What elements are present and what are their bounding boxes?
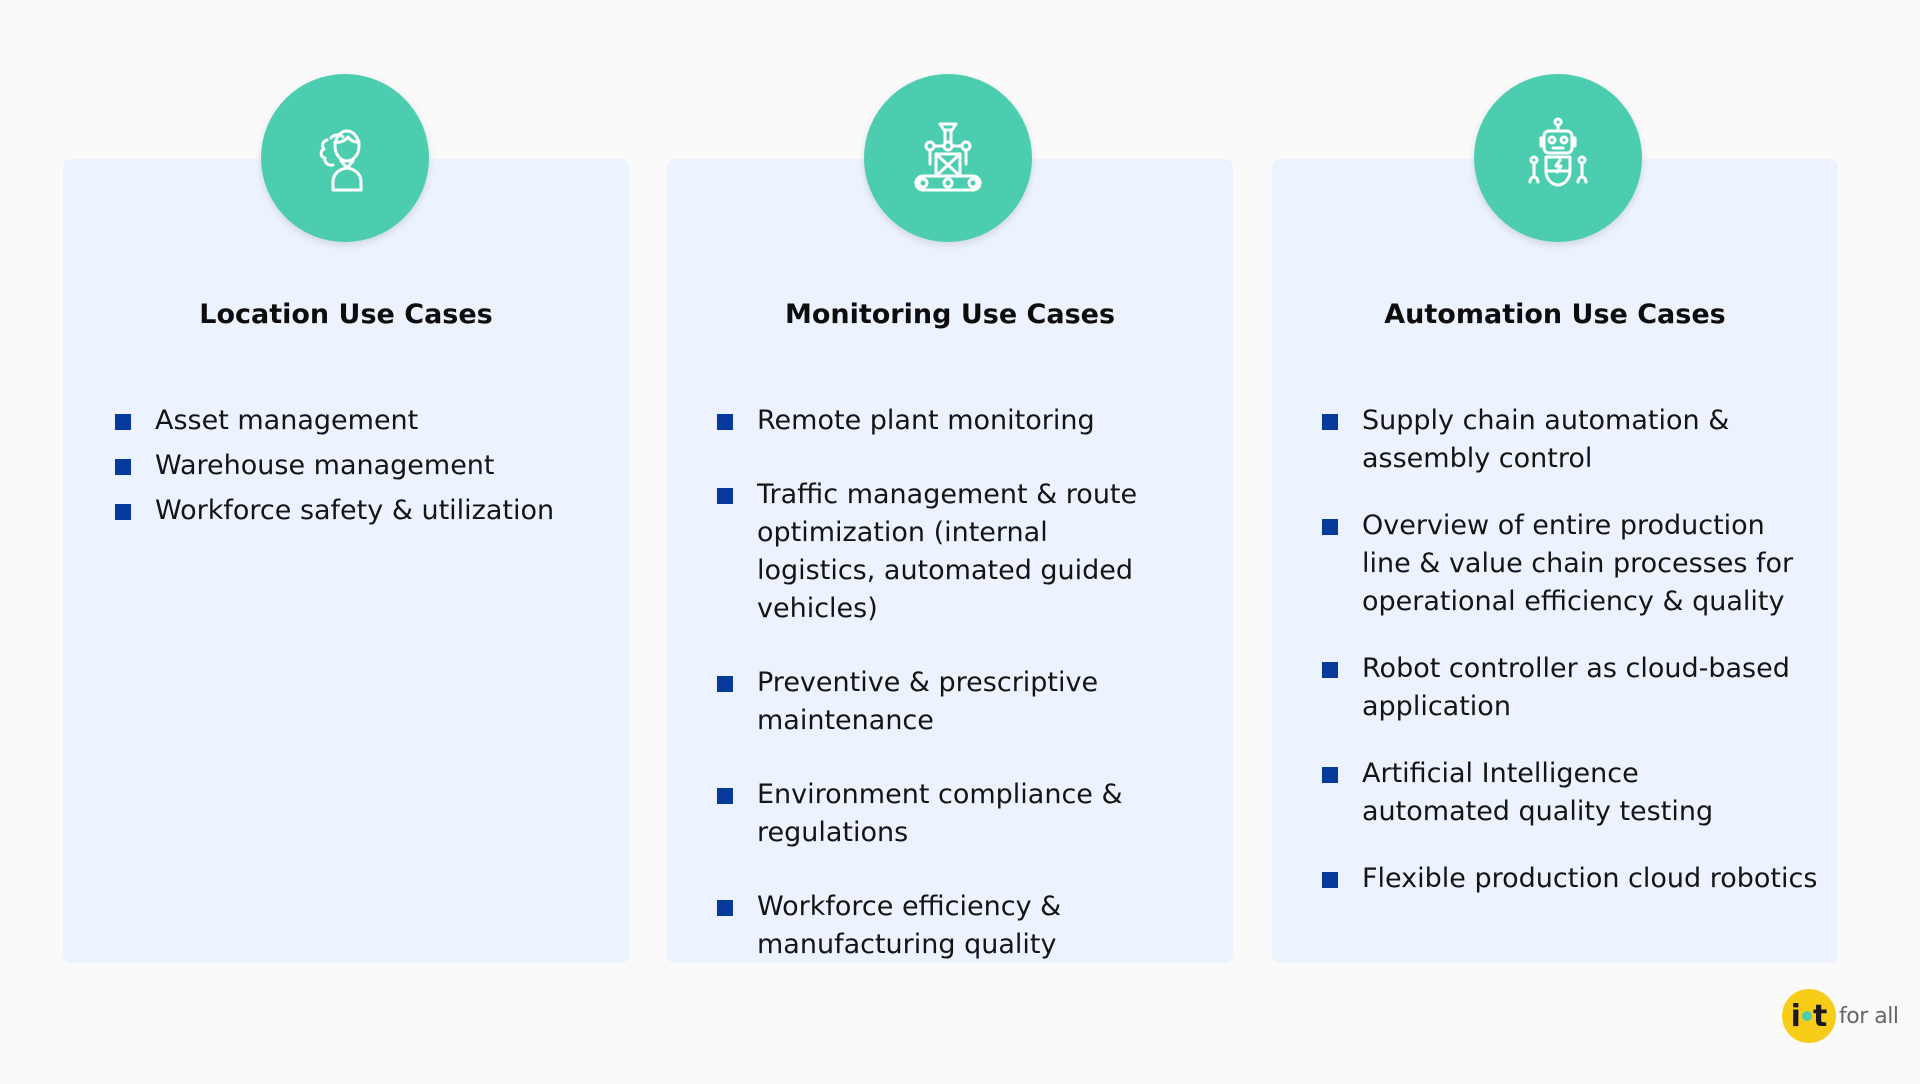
automation-use-cases-card: Automation Use Cases Supply chain automa…	[1272, 159, 1838, 963]
card-title: Location Use Cases	[199, 299, 493, 330]
monitoring-use-cases-card: Monitoring Use Cases Remote plant monito…	[667, 159, 1233, 963]
list-item: Warehouse management	[115, 447, 615, 485]
list-item: Traffic management & route optimization …	[717, 476, 1157, 628]
person-icon-circle	[261, 74, 429, 242]
list-item: Robot controller as cloud-based applicat…	[1322, 650, 1792, 726]
list-item: Asset management	[115, 402, 615, 440]
square-bullet-icon	[717, 488, 733, 504]
list-item: Artificial Intelligence automated qualit…	[1322, 755, 1792, 831]
list-item: Workforce safety & utilization	[115, 492, 615, 530]
square-bullet-icon	[1322, 767, 1338, 783]
square-bullet-icon	[1322, 872, 1338, 888]
conveyor-robot-arm-icon	[914, 122, 982, 192]
bullet-list: Supply chain automation & assembly contr…	[1322, 402, 1822, 927]
square-bullet-icon	[717, 414, 733, 430]
list-item: Remote plant monitoring	[717, 402, 1217, 440]
square-bullet-icon	[1322, 519, 1338, 535]
square-bullet-icon	[115, 459, 131, 475]
conveyor-icon-circle	[864, 74, 1032, 242]
location-use-cases-card: Location Use Cases Asset management Ware…	[63, 159, 629, 963]
list-item: Flexible production cloud robotics	[1322, 860, 1832, 898]
square-bullet-icon	[1322, 662, 1338, 678]
list-item: Supply chain automation & assembly contr…	[1322, 402, 1742, 478]
card-title: Automation Use Cases	[1384, 299, 1726, 330]
card-title: Monitoring Use Cases	[784, 299, 1116, 330]
list-item: Preventive & prescriptive maintenance	[717, 664, 1117, 740]
bullet-list: Asset management Warehouse management Wo…	[115, 402, 615, 537]
square-bullet-icon	[717, 676, 733, 692]
logo-dot-icon	[1801, 1011, 1812, 1021]
robot-icon	[1528, 117, 1588, 187]
square-bullet-icon	[115, 504, 131, 520]
square-bullet-icon	[115, 414, 131, 430]
list-item: Overview of entire production line & val…	[1322, 507, 1822, 621]
square-bullet-icon	[717, 900, 733, 916]
person-icon	[319, 129, 363, 192]
logo-text: for all	[1839, 1003, 1899, 1029]
bullet-list: Remote plant monitoring Traffic manageme…	[717, 402, 1217, 1000]
square-bullet-icon	[1322, 414, 1338, 430]
square-bullet-icon	[717, 788, 733, 804]
list-item: Workforce efficiency & manufacturing qua…	[717, 888, 1097, 964]
robot-icon-circle	[1474, 74, 1642, 242]
list-item: Environment compliance & regulations	[717, 776, 1137, 852]
